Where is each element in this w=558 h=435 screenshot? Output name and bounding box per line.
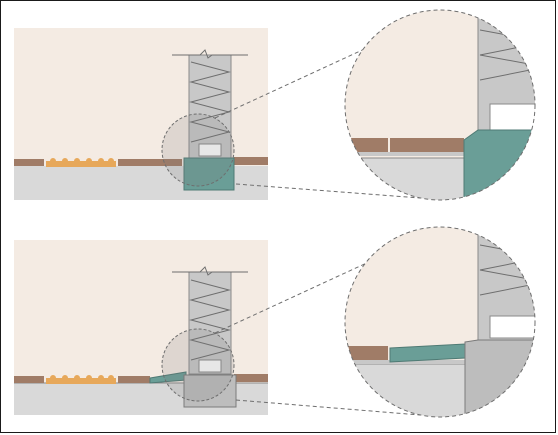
bottom-floor-strip-left xyxy=(14,376,44,383)
bottom-zoom-circle-border xyxy=(344,226,536,418)
bottom-tactile-strip xyxy=(46,375,116,384)
top-focus-circle xyxy=(161,113,235,187)
bottom-connector-upper xyxy=(214,254,385,334)
top-floor-strip-mid2 xyxy=(152,159,182,166)
top-panel xyxy=(14,28,421,200)
top-floor-strip-right xyxy=(234,157,268,165)
bottom-wall-column xyxy=(172,266,248,375)
bottom-connector-lower xyxy=(235,399,421,416)
bottom-panel xyxy=(14,240,421,416)
top-detail-zoom xyxy=(344,9,536,201)
insulation-zigzag-icon xyxy=(189,61,231,143)
top-zoom-circle-border xyxy=(344,9,536,201)
top-connector-lower xyxy=(235,183,421,199)
bottom-floor-strip-mid xyxy=(118,376,150,383)
top-wall-column xyxy=(172,49,248,159)
bottom-focus-circle xyxy=(161,328,235,402)
bottom-floor-strip-right xyxy=(234,374,268,382)
top-floor-strip-mid xyxy=(118,159,152,166)
bottom-detail-zoom xyxy=(344,226,536,418)
top-connector-upper xyxy=(214,39,385,119)
top-tactile-strip xyxy=(46,158,116,167)
top-floor-strip-left xyxy=(14,159,44,166)
wall-break-icon xyxy=(172,266,248,276)
wall-break-icon xyxy=(172,49,248,59)
bottom-sub-block xyxy=(183,374,237,408)
insulation-zigzag-icon xyxy=(189,279,231,361)
